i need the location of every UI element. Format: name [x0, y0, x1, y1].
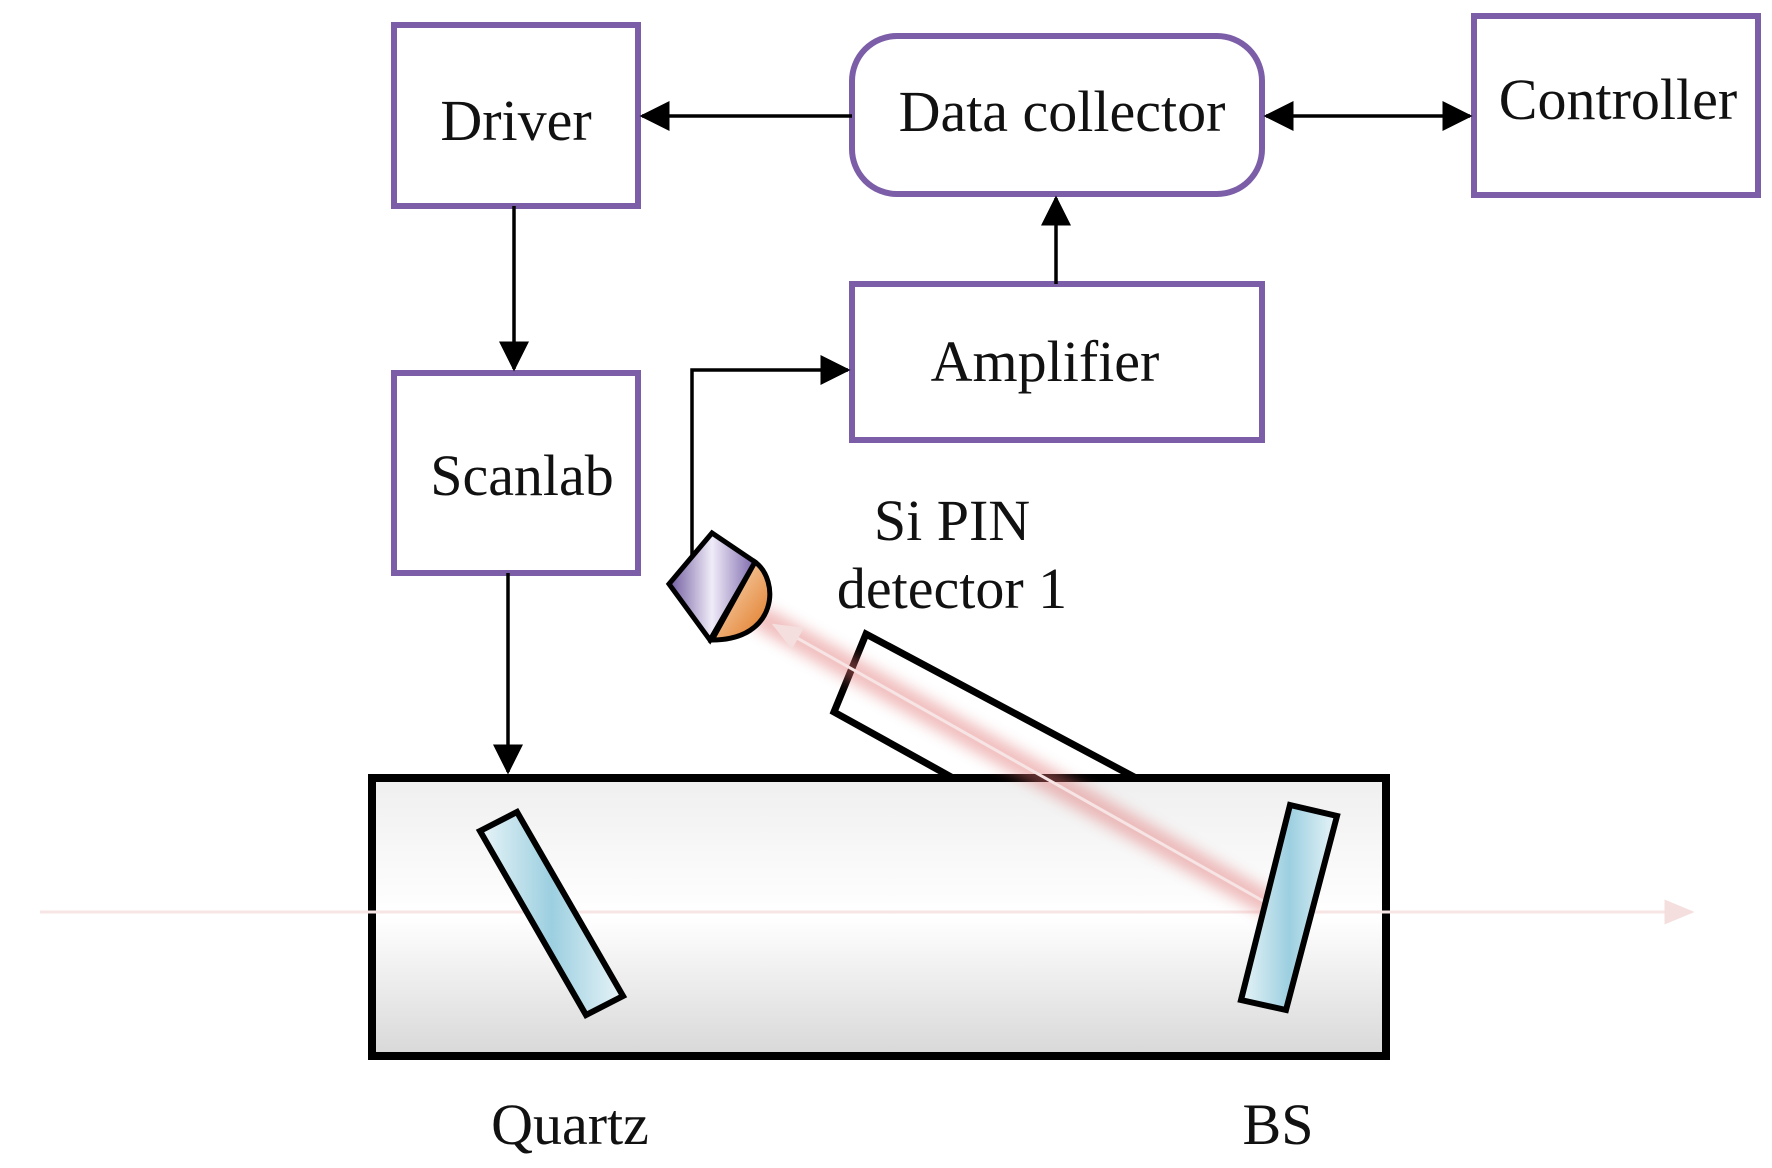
- data-collector-block: Data collector: [849, 33, 1265, 197]
- beam-splitter: [1237, 801, 1341, 1014]
- scanlab-block: Scanlab: [391, 370, 641, 576]
- arrow-detector-to-amplifier: [690, 355, 851, 560]
- driver-block: Driver: [391, 22, 641, 209]
- scanlab-label: Scanlab: [430, 443, 614, 508]
- si-pin-detector: [665, 529, 773, 645]
- detector-label-line1: Si PIN: [874, 488, 1030, 553]
- amplifier-label: Amplifier: [931, 329, 1160, 394]
- controller-label: Controller: [1499, 67, 1737, 132]
- bs-label: BS: [1243, 1092, 1314, 1157]
- driver-label: Driver: [440, 88, 591, 153]
- quartz-label: Quartz: [491, 1092, 649, 1157]
- controller-block: Controller: [1471, 13, 1761, 198]
- reflected-beam: [753, 608, 1284, 918]
- quartz-window: [475, 808, 628, 1019]
- data-collector-label: Data collector: [899, 79, 1226, 144]
- amplifier-block: Amplifier: [849, 281, 1265, 443]
- detector-label-line2: detector 1: [837, 556, 1067, 621]
